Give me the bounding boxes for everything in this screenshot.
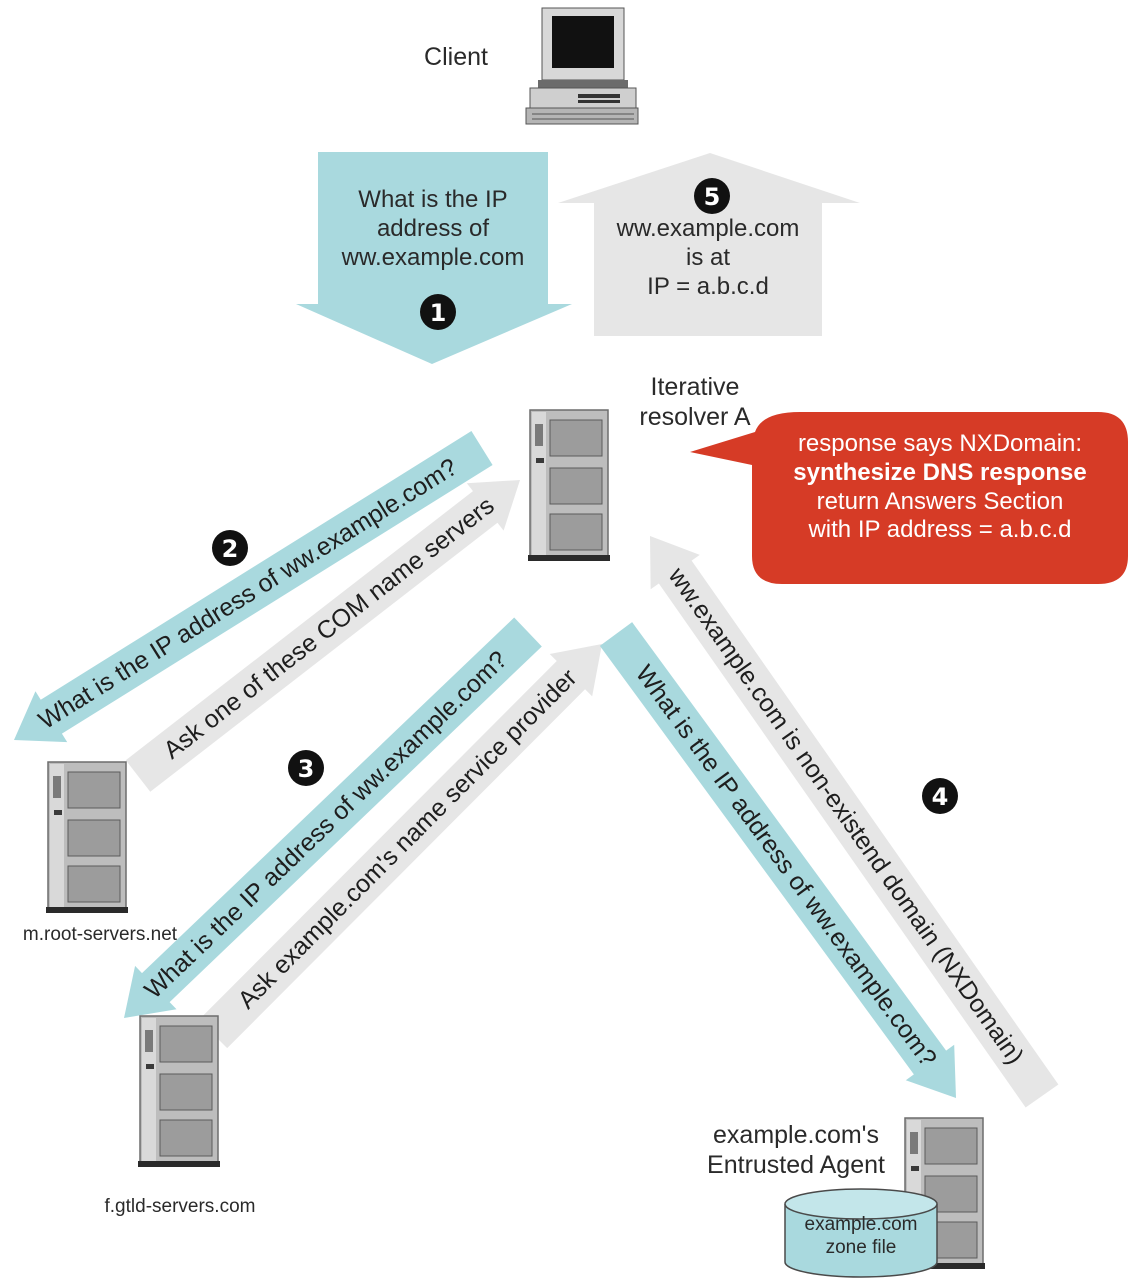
svg-text:5: 5 bbox=[704, 183, 721, 211]
svg-text:4: 4 bbox=[932, 783, 949, 811]
step2-query-arrow-shape bbox=[14, 431, 493, 743]
step4-reply-arrow-shape bbox=[649, 535, 1059, 1108]
step3-query-arrow-shape bbox=[123, 617, 542, 1018]
root-server-icon bbox=[45, 761, 129, 914]
agent-label: example.com's Entrusted Agent bbox=[707, 1121, 885, 1179]
step4-query-arrow-shape bbox=[599, 622, 956, 1098]
zone-file-label: example.com zone file bbox=[804, 1214, 918, 1258]
zone-file-cylinder-icon bbox=[784, 1188, 938, 1278]
step4-query-arrow: What is the IP address of ww.example.com… bbox=[599, 622, 956, 1098]
root-server-label: m.root-servers.net bbox=[22, 924, 178, 945]
step5-text: ww.example.com is at IP = a.b.c.d bbox=[616, 215, 800, 300]
step4-reply-arrow: ww.example.com is non-existend domain (N… bbox=[649, 535, 1059, 1108]
response-arrow-step5 bbox=[558, 153, 860, 336]
step2-reply-arrow-shape bbox=[125, 479, 520, 792]
callout-line-4: with IP address = a.b.c.d bbox=[808, 516, 1072, 544]
step-number-5: 5 bbox=[694, 178, 730, 214]
query-arrow-step1 bbox=[296, 152, 572, 364]
step-number-2: 2 bbox=[212, 530, 248, 566]
step-number-3: 3 bbox=[288, 750, 324, 786]
step4-reply-arrow-label: ww.example.com is non-existend domain (N… bbox=[662, 562, 1029, 1069]
gtld-server-label: f.gtld-servers.com bbox=[104, 1196, 256, 1217]
step3-query-arrow-label: What is the IP address of ww.example.com… bbox=[139, 646, 513, 1005]
resolver-server-icon bbox=[527, 409, 611, 562]
client-computer-icon bbox=[525, 7, 639, 125]
nxdomain-callout bbox=[690, 412, 1128, 584]
step-number-4: 4 bbox=[922, 778, 958, 814]
step1-text: What is the IP address of ww.example.com bbox=[341, 186, 525, 271]
callout-line-1: response says NXDomain: bbox=[797, 430, 1083, 457]
step3-reply-arrow-shape bbox=[198, 644, 602, 1049]
gtld-server-icon bbox=[137, 1015, 221, 1168]
client-label: Client bbox=[424, 43, 488, 71]
svg-text:2: 2 bbox=[222, 535, 239, 563]
svg-text:3: 3 bbox=[298, 755, 315, 783]
svg-text:1: 1 bbox=[430, 299, 447, 327]
callout-line-2: synthesize DNS response bbox=[793, 458, 1087, 486]
step-number-1: 1 bbox=[420, 294, 456, 330]
callout-line-3: return Answers Section bbox=[816, 487, 1064, 515]
resolver-label: Iterative resolver A bbox=[639, 373, 751, 431]
step3-query-arrow: What is the IP address of ww.example.com… bbox=[123, 617, 542, 1018]
callout-text: response says NXDomain: synthesize DNS r… bbox=[756, 430, 1124, 545]
